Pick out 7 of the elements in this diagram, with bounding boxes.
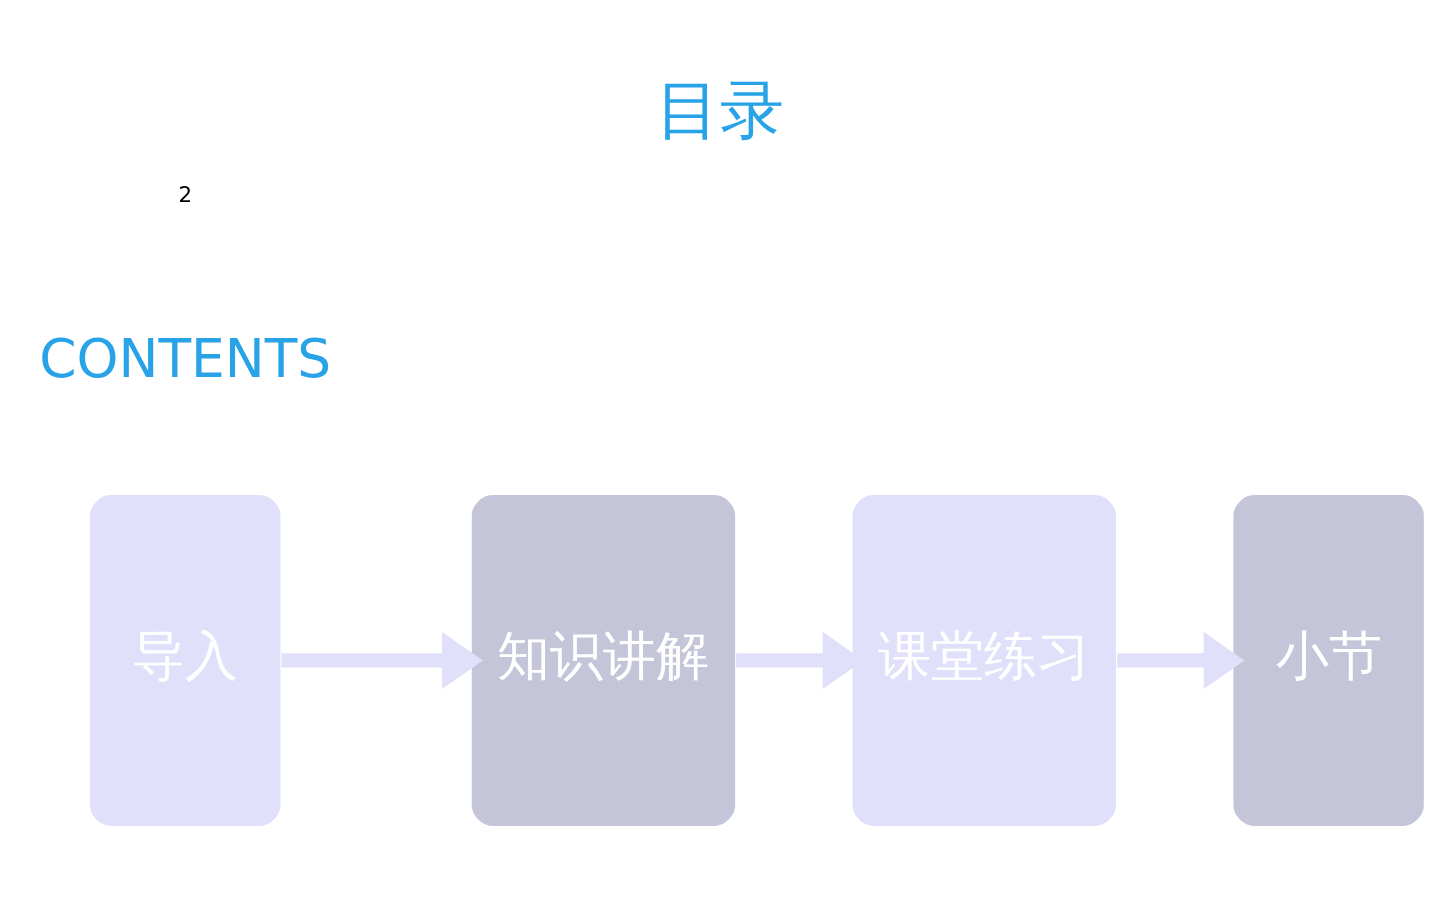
label: CONTENTS (39, 326, 332, 390)
label: 2 (178, 181, 193, 207)
arrow (281, 631, 483, 689)
node-box: 小节 (1231, 492, 1426, 828)
arrow (1117, 631, 1245, 689)
diagram-title: 目录 (656, 72, 784, 147)
node-box: 知识讲解 (469, 492, 737, 828)
